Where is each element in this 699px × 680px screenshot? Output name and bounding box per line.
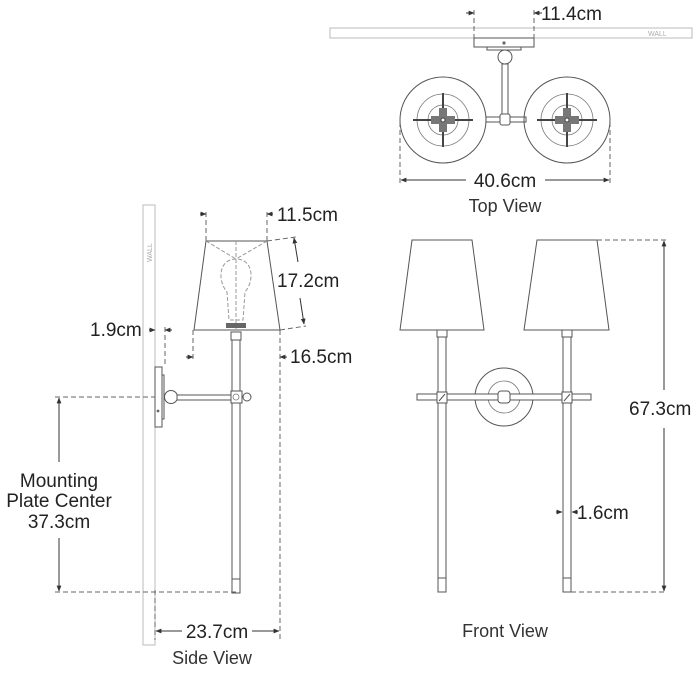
dim-label-shade-height: 17.2cm — [277, 271, 339, 292]
dim-label-plate-depth: 1.9cm — [90, 320, 142, 341]
dim-label-overall-height: 67.3cm — [629, 399, 691, 420]
front-view-title: Front View — [462, 621, 549, 641]
top-view-left-shade — [399, 76, 487, 164]
side-view-arm — [164, 390, 252, 404]
dim-label-rod-diameter: 1.6cm — [577, 503, 629, 524]
dim-overall-extension: 23.7cm — [154, 590, 280, 643]
dim-mounting-height: Mounting Plate Center 37.3cm — [6, 396, 236, 593]
side-view-wall: WALL — [142, 204, 156, 646]
side-view-mounting-plate — [154, 366, 165, 428]
dim-plate-depth: 1.9cm — [90, 320, 172, 367]
wall-label: WALL — [147, 243, 154, 262]
top-view: WALL — [329, 4, 693, 216]
side-view-title: Side View — [172, 648, 253, 668]
dim-shade-bottom: 16.5cm — [186, 330, 352, 640]
top-view-title: Top View — [469, 196, 543, 216]
dim-rod-diameter: 1.6cm — [556, 503, 629, 524]
dim-shade-height: 17.2cm — [266, 236, 339, 331]
dim-label-plate-width: 11.4cm — [541, 4, 602, 25]
front-view-crossbar — [416, 390, 592, 404]
front-view-left-lamp — [399, 239, 485, 593]
top-view-wall: WALL — [329, 27, 693, 39]
dim-plate-width: 11.4cm — [466, 4, 602, 38]
mounting-label-line2: Plate Center — [6, 491, 112, 512]
dim-shade-top: 11.5cm — [200, 205, 338, 241]
mounting-label-line1: Mounting — [20, 471, 98, 492]
dim-label-shade-top: 11.5cm — [277, 205, 338, 226]
top-view-mounting-plate — [473, 37, 535, 51]
wall-label: WALL — [648, 31, 667, 38]
top-view-arm — [485, 49, 527, 126]
dim-label-overall-width: 40.6cm — [474, 171, 536, 192]
side-view: WALL — [6, 204, 352, 668]
front-view: 67.3cm 1.6cm Front View — [399, 239, 691, 641]
dim-overall-height: 67.3cm — [571, 239, 691, 593]
top-view-right-shade — [523, 76, 611, 164]
dim-label-overall-extension: 23.7cm — [186, 622, 248, 643]
side-view-shade — [193, 240, 281, 331]
dim-overall-width: 40.6cm — [399, 122, 611, 192]
dim-label-shade-bottom: 16.5cm — [290, 347, 352, 368]
mounting-value: 37.3cm — [28, 512, 90, 533]
side-view-rod — [230, 331, 242, 594]
front-view-right-lamp — [523, 239, 610, 593]
